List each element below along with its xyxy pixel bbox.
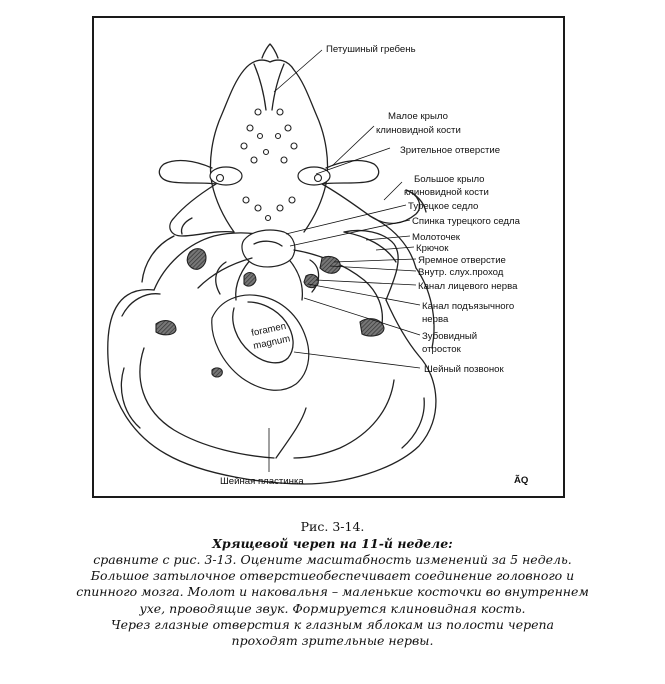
diagram-labels: Петушиный гребень Малое крыло клиновидно… bbox=[220, 44, 529, 487]
label-optic-foramen: Зрительное отверстие bbox=[400, 145, 500, 156]
label-crista-galli: Петушиный гребень bbox=[326, 44, 416, 55]
label-facial-canal: Канал лицевого нерва bbox=[418, 281, 518, 292]
label-hypoglossal-1: Канал подъязычного bbox=[422, 301, 514, 312]
caption-line: проходят зрительные нервы. bbox=[231, 633, 434, 649]
label-lesser-wing-2: клиновидной кости bbox=[376, 125, 461, 136]
caption-body: сравните с рис. 3-13. Оцените масштабнос… bbox=[0, 552, 665, 649]
label-sella-turcica: Турецкое седло bbox=[408, 201, 478, 212]
leader-lines bbox=[268, 49, 421, 472]
label-internal-acoustic: Внутр. слух.проход bbox=[418, 267, 504, 278]
label-lesser-wing-1: Малое крыло bbox=[388, 111, 448, 122]
caption-line: сравните с рис. 3-13. Оцените масштабнос… bbox=[93, 552, 572, 567]
label-jugular-foramen: Яремное отверстие bbox=[418, 255, 506, 266]
skull-drawing bbox=[107, 43, 437, 485]
caption-line: Через глазные отверстия к глазным яблока… bbox=[110, 616, 555, 632]
figure-frame: foramen magnum Петушиный гребень Малое к… bbox=[92, 16, 565, 498]
label-hypoglossal-2: нерва bbox=[422, 314, 449, 325]
label-malleus: Молоточек bbox=[412, 232, 461, 243]
caption-number: Рис. 3-14. bbox=[300, 519, 365, 534]
label-odontoid-1: Зубовидный bbox=[422, 331, 477, 342]
caption-line: спинного мозга. Молот и наковальня – мал… bbox=[76, 584, 589, 600]
label-odontoid-2: отросток bbox=[422, 344, 462, 355]
label-cervical-vertebra: Шейный позвонок bbox=[424, 364, 504, 375]
caption-line: ухе, проводящие звук. Формируется клинов… bbox=[139, 600, 526, 616]
label-greater-wing-1: Большое крыло bbox=[414, 174, 485, 185]
caption-line: Большое затылочное отверстиеобеспечивает… bbox=[90, 568, 575, 584]
label-dorsum-sellae: Спинка турецкого седла bbox=[412, 216, 521, 227]
cartilaginous-skull-diagram: foramen magnum Петушиный гребень Малое к… bbox=[107, 43, 529, 487]
artist-signature: ÃQ bbox=[514, 475, 529, 486]
caption-title: Хрящевой череп на 11-й неделе: bbox=[212, 536, 453, 551]
label-greater-wing-2: клиновидной кости bbox=[404, 187, 489, 198]
figure-caption: Рис. 3-14. Хрящевой череп на 11-й неделе… bbox=[0, 518, 665, 649]
label-hook: Крючок bbox=[416, 243, 449, 254]
label-nuchal-plate: Шейная пластинка bbox=[220, 476, 304, 487]
